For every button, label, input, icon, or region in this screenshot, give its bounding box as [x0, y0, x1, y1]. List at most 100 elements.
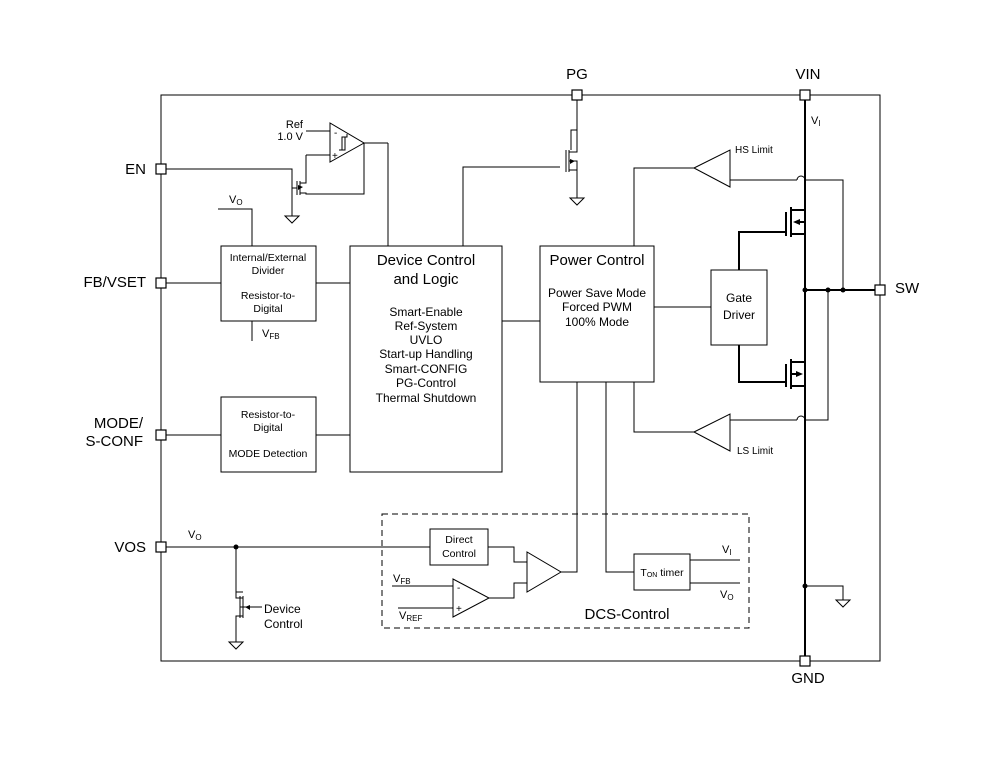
power-to-ton	[605, 382, 634, 573]
device-control-item: Ref-System	[395, 319, 458, 333]
vfb-label-divider: VFB	[262, 328, 280, 341]
power-control-item: Forced PWM	[562, 300, 632, 314]
en-fet-arrow	[298, 185, 303, 190]
ls-limit-label: LS Limit	[737, 446, 773, 457]
vi-label-ton: VI	[722, 544, 732, 557]
en-fet-feedback	[300, 143, 365, 195]
gnd-junction	[802, 583, 808, 589]
ton-timer-block	[633, 553, 691, 591]
hs-limit-comparator	[692, 149, 731, 188]
hs-fet-arrow	[793, 219, 800, 225]
dcs-control-region	[381, 513, 750, 629]
vo-label-divider: VO	[229, 194, 243, 207]
en-wire	[166, 168, 297, 189]
logic-to-pg-fet	[462, 166, 560, 246]
divider-line4: Digital	[253, 303, 282, 315]
dcs-comparator	[526, 551, 562, 593]
en-fet-drain	[300, 168, 307, 184]
device-control-item: Smart-CONFIG	[385, 362, 468, 376]
pin-label-pg: PG	[566, 66, 588, 83]
pin-label-mode-1: MODE/	[94, 415, 144, 432]
power-control-title: Power Control	[549, 252, 644, 269]
pin-label-vos: VOS	[114, 539, 146, 556]
hysteresis-icon	[339, 134, 348, 151]
mode-line3: MODE Detection	[229, 448, 308, 460]
vo-label-vos: VO	[188, 529, 202, 542]
sw-junction	[840, 287, 846, 293]
hs-limit-to-power	[633, 167, 694, 246]
direct-control-line2: Control	[442, 548, 476, 560]
amp-plus: +	[456, 604, 462, 615]
ground-icon	[568, 197, 586, 206]
pg-fet-drain-2	[569, 130, 578, 153]
pin-fb-vset	[155, 277, 167, 289]
pin-vin	[799, 89, 811, 101]
pin-sw	[874, 284, 886, 296]
hs-limit-label: HS Limit	[735, 145, 773, 156]
comparator-plus: +	[332, 151, 338, 162]
ground-icon	[834, 599, 852, 608]
mode-detection-block	[220, 396, 317, 473]
gate-drive-ls	[738, 345, 786, 383]
pin-label-en: EN	[125, 161, 146, 178]
ground-icon	[283, 215, 301, 224]
ls-sense-crossover	[796, 415, 806, 421]
power-control-item: 100% Mode	[565, 315, 629, 329]
device-control-item: Smart-Enable	[389, 305, 463, 319]
direct-control-block	[429, 528, 489, 566]
power-control-block	[539, 245, 655, 383]
pg-fet-source	[569, 169, 578, 198]
gate-driver-line1: Gate	[726, 291, 752, 305]
dcs-to-power	[561, 382, 578, 573]
power-control-item: Power Save Mode	[548, 286, 646, 300]
pin-label-mode-2: S-CONF	[86, 433, 144, 450]
hs-sense-crossover	[796, 175, 806, 181]
pin-label-fb-vset: FB/VSET	[83, 274, 146, 291]
pin-label-gnd: GND	[791, 670, 825, 687]
device-control-title1: Device Control	[377, 252, 475, 269]
error-amplifier	[452, 578, 491, 618]
amp-to-comparator	[489, 582, 527, 599]
vo-to-divider	[218, 208, 253, 246]
ls-limit-comparator	[692, 413, 731, 452]
vos-to-fet	[235, 547, 243, 593]
hs-sense-out	[805, 179, 844, 290]
ref-voltage-label: 1.0 V	[277, 131, 303, 143]
pin-pg	[571, 89, 583, 101]
vos-fet-arrow	[245, 605, 250, 610]
pin-mode	[155, 429, 167, 441]
pin-gnd	[799, 655, 811, 667]
gate-drive-hs	[738, 231, 786, 270]
vi-label-rail: VI	[811, 115, 821, 128]
dcs-control-label: DCS-Control	[584, 606, 669, 623]
pg-fet-arrow	[570, 159, 575, 164]
ground-icon	[227, 641, 245, 650]
vfb-label-dcs: VFB	[393, 573, 411, 586]
vref-label: VREF	[399, 610, 422, 623]
vos-fet-drain	[235, 592, 243, 599]
gate-driver-block	[710, 269, 768, 346]
chip-boundary	[160, 94, 881, 662]
divider-line3: Resistor-to-	[241, 290, 296, 302]
pin-label-vin: VIN	[795, 66, 820, 83]
device-control-item: Thermal Shutdown	[376, 391, 477, 405]
device-control-block	[349, 245, 503, 473]
comparator-minus: -	[334, 128, 337, 139]
mode-line2: Digital	[253, 422, 282, 434]
direct-to-comparator	[488, 546, 527, 563]
device-control-item: UVLO	[410, 333, 443, 347]
ls-limit-to-power	[633, 382, 694, 433]
ref-label: Ref	[286, 119, 304, 131]
pin-vos	[155, 541, 167, 553]
divider-block	[220, 245, 317, 322]
sw-junction	[825, 287, 831, 293]
vo-label-ton: VO	[720, 589, 734, 602]
ton-timer-label: TON timer	[640, 567, 684, 579]
pg-fet-drain	[570, 129, 577, 150]
device-control-fet-line1: Device	[264, 602, 301, 616]
divider-line2: Divider	[252, 265, 285, 277]
pin-label-sw: SW	[895, 280, 920, 297]
hysteresis-icon-2	[342, 137, 346, 151]
device-control-title2: and Logic	[393, 271, 459, 288]
